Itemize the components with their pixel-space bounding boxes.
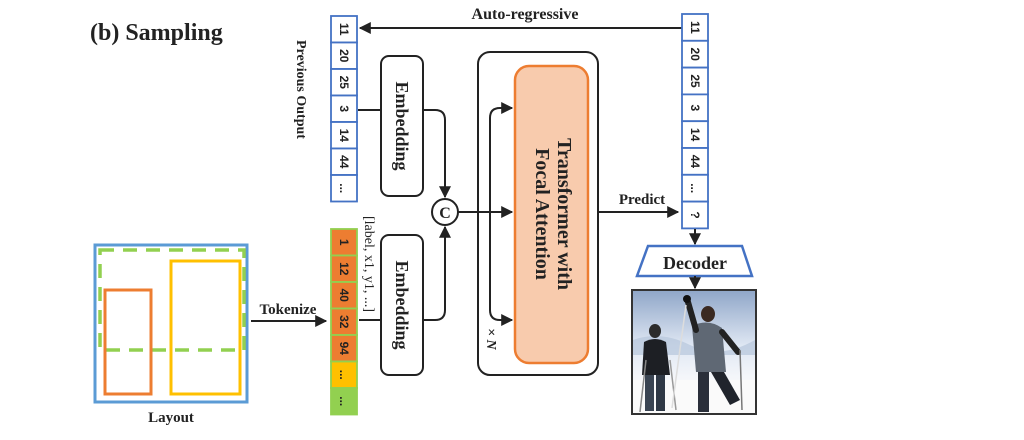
transformer-label-line1: Transformer with [553,138,575,290]
embedding-box-top [380,55,424,197]
arrow-embedding-bottom-to-concat [423,225,451,321]
layout-token: 12 [330,254,358,283]
layout-token-value: ... [337,370,351,380]
embedding-label-top: Embedding [392,81,412,170]
decoder-block [635,244,754,278]
previous-output-token: 3 [330,94,358,123]
repeat-label: × N [483,328,498,350]
layout-token: 1 [330,228,358,257]
layout-token-cell [330,281,358,310]
predicted-token: 14 [681,120,709,149]
layout-box-green [98,248,246,352]
previous-output-token: ... [330,174,358,203]
predict-label: Predict [619,192,665,208]
layout-token-cell [330,387,358,416]
previous-output-token-value: 20 [337,49,351,63]
previous-output-token-value: 25 [337,76,351,90]
residual-loop-arrow [489,102,514,326]
layout-token-value: 1 [337,239,351,246]
layout-token: 94 [330,334,358,363]
predicted-token-value: ... [688,183,702,193]
layout-label: Layout [148,410,194,426]
predicted-token: ... [681,173,709,203]
predicted-token: 44 [681,147,709,176]
layout-token: ... [330,360,358,389]
previous-output-token-value: 44 [337,155,351,169]
predicted-token: 11 [681,13,709,42]
previous-output-token: 14 [330,121,358,150]
predicted-token: 3 [681,93,709,123]
layout-token-value: 40 [337,289,351,303]
concat-label: C [439,205,451,222]
transformer-block [513,64,590,365]
predicted-token-cell [681,120,709,149]
predicted-token-value: 20 [688,48,702,62]
previous-output-token-cell [330,147,358,176]
decoder-label: Decoder [663,253,727,273]
predicted-token-value: 44 [688,155,702,169]
layout-box-orange [103,288,153,396]
tokenize-label: Tokenize [260,302,317,318]
previous-output-label: Previous Output [293,40,308,139]
predicted-token-value: 25 [688,74,702,88]
previous-output-token-cell [330,94,358,123]
layout-token: ... [330,387,358,416]
token-format-label: [label, x1, y1, ...] [361,216,376,312]
previous-output-token-value: 11 [337,23,351,36]
layout-token-value: 94 [337,342,351,356]
layout-canvas [93,243,249,404]
previous-output-token-value: 3 [337,105,351,112]
predicted-token: 20 [681,39,709,69]
layout-token-value: ... [337,396,351,406]
previous-output-token-value: ... [337,183,351,193]
predicted-token: 25 [681,66,709,96]
predicted-token-cell [681,173,709,203]
arrow-embedding-top-to-concat [423,109,451,199]
embedding-label-bottom: Embedding [392,260,412,349]
predicted-token-value: 14 [688,128,702,142]
previous-output-column: 11 20 25 3 14 44... [330,15,358,203]
auto-regressive-label: Auto-regressive [472,6,579,23]
predicted-token: ? [681,200,709,230]
layout-box-yellow [169,259,242,396]
layout-tokens-column: 1 12 40 32 94...... [330,228,358,416]
predicted-token-value: 3 [688,104,702,111]
predicted-token-cell [681,200,709,230]
predicted-token-cell [681,93,709,123]
previous-output-token: 25 [330,68,358,97]
layout-token-value: 12 [337,262,351,276]
previous-output-token: 44 [330,147,358,176]
previous-output-token-cell [330,174,358,203]
previous-output-token: 11 [330,15,358,44]
transformer-label-line2: Focal Attention [531,148,553,280]
layout-token-value: 32 [337,315,351,329]
predicted-tokens-column: 11 20 25 3 14 44...? [681,13,709,230]
diagram-title: (b) Sampling [90,20,223,46]
generated-image [631,289,757,415]
layout-token: 40 [330,281,358,310]
embedding-box-bottom [380,234,424,376]
layout-token: 32 [330,307,358,336]
predicted-token-value: ? [688,211,702,218]
predicted-token-value: 11 [688,21,702,34]
previous-output-token-value: 14 [337,129,351,143]
previous-output-token: 20 [330,41,358,70]
